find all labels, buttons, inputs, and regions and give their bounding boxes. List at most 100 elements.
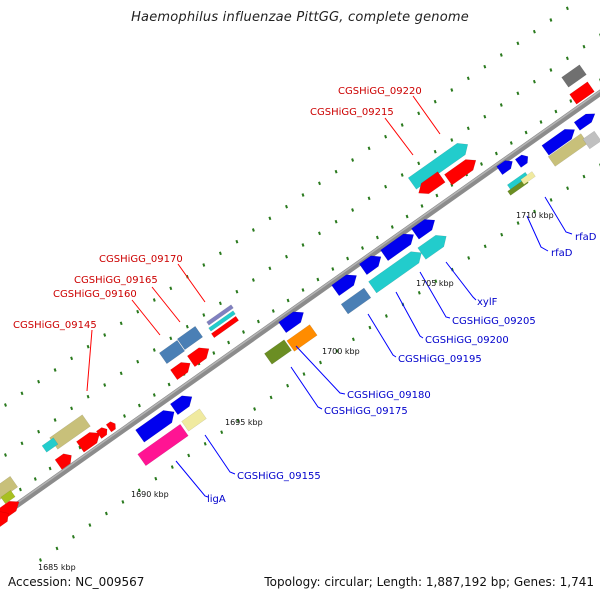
tick-dot [516, 91, 520, 96]
genome-summary-text: Topology: circular; Length: 1,887,192 bp… [264, 575, 594, 589]
feature-gene-left-yellowgreen[interactable] [0, 489, 16, 505]
feature-gene-blue-rfad2[interactable] [514, 154, 529, 168]
tick-dot [20, 441, 24, 446]
tick-dot [86, 344, 90, 349]
tick-dot [20, 391, 24, 396]
feature-gene-lightyellow-rfad[interactable] [520, 171, 536, 185]
tick-dot [417, 290, 421, 295]
tick-dot [286, 383, 290, 388]
feature-gene-09180-blue[interactable] [278, 311, 304, 334]
tick-dot [417, 111, 421, 116]
tick-dot [532, 79, 536, 84]
tick-dot [123, 414, 126, 418]
feature-gene-09195-blue[interactable] [358, 255, 382, 276]
feature-gene-09195[interactable] [340, 287, 372, 315]
feature-gene-09180[interactable] [286, 324, 318, 352]
feature-gene-09215b[interactable] [444, 159, 477, 186]
feature-gene-09215[interactable] [418, 171, 446, 195]
feature-gene-09155-blue[interactable] [169, 395, 193, 416]
tick-dot [367, 146, 371, 151]
tick-dot [152, 393, 156, 397]
feature-gene-09205[interactable] [417, 234, 447, 260]
tick-dot [565, 6, 569, 11]
tick-dot [319, 360, 322, 365]
feature-gene-left-khaki[interactable] [0, 475, 19, 500]
tick-dot [33, 477, 37, 481]
tick-dot [318, 181, 321, 186]
feature-gene-blue-rfad[interactable] [496, 160, 513, 176]
tick-dot [235, 239, 239, 244]
feature-gene-09170-cyan[interactable] [208, 310, 236, 332]
tick-dot [48, 466, 52, 471]
feature-gene-09165[interactable] [176, 325, 204, 351]
tick-dot [235, 289, 239, 294]
tick-dot [137, 488, 141, 493]
feature-gene-blue-rfa[interactable] [541, 129, 576, 156]
tick-dot [251, 228, 255, 232]
tick-dot [368, 325, 372, 330]
tick-dot [268, 266, 272, 271]
tick-dot [253, 407, 257, 411]
feature-gene-09155[interactable] [181, 408, 207, 432]
feature-gene-blue-rfa2[interactable] [573, 113, 596, 131]
feature-gene-09160[interactable] [158, 339, 186, 365]
label-cgshigg-09195: CGSHiGG_09195 [398, 354, 482, 365]
label-rfad-lower: rfaD [551, 248, 573, 259]
tick-dot [218, 301, 222, 306]
feature-gene-09145-red4[interactable] [105, 421, 116, 433]
feature-gene-09200[interactable] [368, 251, 422, 294]
feature-gene-09220[interactable] [407, 143, 469, 190]
feature-gene-left-red2[interactable] [0, 511, 9, 528]
feature-gene-09145-red2[interactable] [54, 453, 72, 470]
tick-dot [301, 243, 305, 247]
tick-dot [103, 383, 107, 387]
feature-gene-gray-top[interactable] [561, 64, 587, 88]
feature-gene-09170-purple[interactable] [206, 304, 234, 326]
tick-dot [494, 151, 498, 156]
tick-dot [119, 371, 123, 376]
tick-dot [533, 209, 537, 214]
tick-dot [227, 340, 231, 345]
feature-gene-liga[interactable] [137, 423, 189, 467]
feature-gene-xylf[interactable] [411, 219, 436, 240]
feature-gene-lightgray-rfa[interactable] [582, 130, 600, 150]
tick-dot [152, 298, 156, 302]
tick-dot [170, 465, 174, 469]
tick-dot [351, 208, 355, 212]
tick-dot [554, 109, 558, 114]
tick-dot [400, 173, 404, 177]
tick-dot [269, 395, 273, 400]
tick-dot [433, 99, 437, 104]
feature-gene-09175[interactable] [264, 339, 292, 365]
tick-dot [346, 256, 350, 261]
tick-dot [483, 114, 487, 119]
tick-dot [400, 123, 404, 127]
tick-dot [152, 348, 156, 352]
feature-gene-09145-red[interactable] [76, 432, 101, 453]
tick-dot [499, 53, 503, 57]
tick-dot [509, 141, 513, 145]
tick-dot [335, 349, 339, 353]
tick-dot [565, 56, 569, 61]
feature-gene-09170[interactable] [210, 315, 240, 339]
feature-gene-09165-red[interactable] [186, 347, 210, 368]
feature-gene-09160-red[interactable] [170, 362, 191, 381]
tick-dot [37, 379, 41, 384]
feature-gene-liga-blue[interactable] [135, 410, 175, 443]
genome-backbone [0, 89, 600, 521]
tick-dot [500, 232, 504, 237]
feature-gene-red-top[interactable] [569, 81, 595, 105]
feature-gene-09200-blue[interactable] [380, 233, 415, 262]
feature-gene-09145-cyan[interactable] [41, 437, 59, 453]
tick-dot [286, 298, 290, 303]
tick-dot [417, 161, 421, 166]
feature-gene-09145-red3[interactable] [95, 427, 108, 439]
feature-gene-09190-blue[interactable] [331, 274, 357, 297]
tick-dot [384, 184, 388, 189]
tick-dot [302, 372, 306, 376]
tick-dot [88, 523, 92, 527]
label-cgshigg-09205: CGSHiGG_09205 [452, 316, 536, 327]
tick-dot [582, 174, 586, 179]
tick-dot [331, 267, 335, 271]
